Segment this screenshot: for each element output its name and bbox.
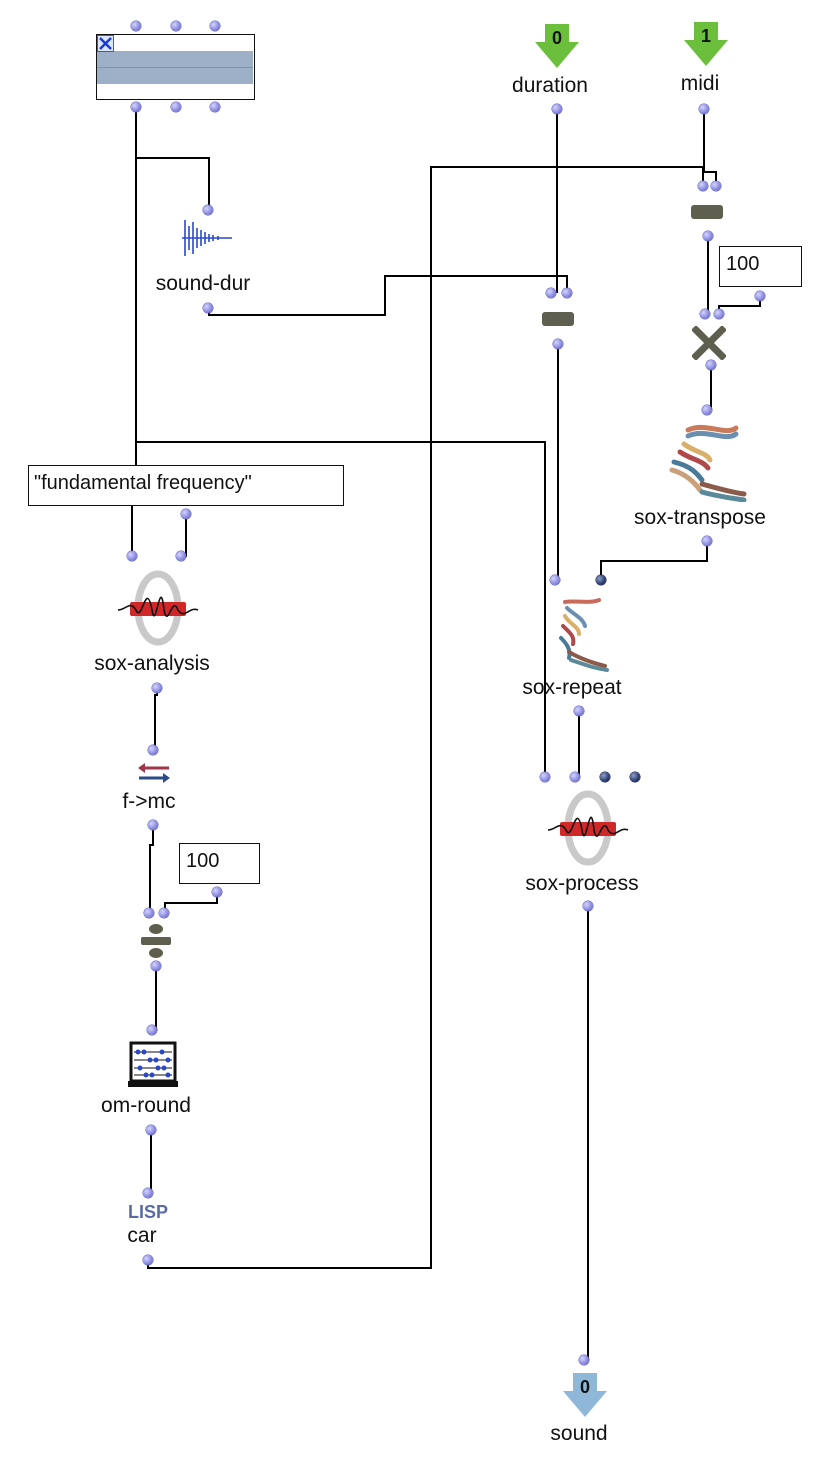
input-midi-index: 1	[700, 26, 712, 46]
divide-outlet[interactable]	[151, 961, 161, 971]
sox-analysis-icon[interactable]	[116, 570, 200, 646]
connection	[181, 514, 187, 557]
times-inlet-1[interactable]	[700, 309, 710, 319]
connection	[600, 541, 708, 580]
sox-process-inlet-1[interactable]	[540, 772, 550, 782]
waveform-icon[interactable]	[180, 216, 234, 260]
minus-icon[interactable]	[691, 205, 723, 219]
connection	[148, 1130, 152, 1194]
connection	[149, 825, 154, 912]
f-mc-outlet[interactable]	[148, 820, 158, 830]
sound-dur-label: sound-dur	[155, 272, 251, 295]
sox-transpose-label: sox-transpose	[634, 506, 766, 529]
car-inlet[interactable]	[143, 1188, 153, 1198]
sound-object-outlet-1[interactable]	[131, 102, 141, 112]
connection	[164, 892, 218, 912]
sox-transpose-inlet[interactable]	[702, 405, 712, 415]
output-arrow-icon[interactable]	[563, 1373, 607, 1417]
sound-dur-outlet[interactable]	[203, 303, 213, 313]
car-label: car	[127, 1224, 157, 1247]
input-duration-label: duration	[512, 74, 588, 97]
abacus-icon[interactable]	[128, 1040, 178, 1090]
value-box-100-left[interactable]: 100	[179, 843, 260, 884]
input-midi-outlet[interactable]	[699, 104, 709, 114]
sox-repeat-inlet-2[interactable]	[596, 575, 606, 585]
sound-object-inlet-1[interactable]	[131, 21, 141, 31]
multiply-icon[interactable]	[692, 326, 726, 360]
sox-process-label: sox-process	[525, 872, 639, 895]
sox-analysis-inlet-1[interactable]	[127, 551, 137, 561]
times-outlet[interactable]	[706, 360, 716, 370]
sound-object-outlet-3[interactable]	[210, 102, 220, 112]
sox-process-inlet-2[interactable]	[570, 772, 580, 782]
sox-transpose-icon[interactable]	[666, 422, 750, 502]
lock-x-icon[interactable]	[97, 35, 114, 52]
sox-transpose-outlet[interactable]	[702, 536, 712, 546]
minus2-inlet-2[interactable]	[711, 181, 721, 191]
connection	[135, 108, 210, 210]
sox-analysis-outlet[interactable]	[152, 683, 162, 693]
f-mc-inlet[interactable]	[148, 745, 158, 755]
sound-dur-inlet[interactable]	[203, 205, 213, 215]
fundamental-frequency-box[interactable]: "fundamental frequency"	[28, 465, 344, 506]
car-outlet[interactable]	[143, 1255, 153, 1265]
connection	[584, 906, 589, 1361]
sound-object-outlet-2[interactable]	[171, 102, 181, 112]
minus-inlet-1[interactable]	[546, 288, 556, 298]
connection	[703, 109, 717, 186]
minus2-outlet[interactable]	[703, 231, 713, 241]
divide-inlet-1[interactable]	[144, 908, 154, 918]
minus2-inlet-1[interactable]	[698, 181, 708, 191]
input-duration-index: 0	[551, 28, 563, 48]
minus-outlet[interactable]	[553, 339, 563, 349]
input-duration-outlet[interactable]	[552, 104, 562, 114]
input-arrow-icon[interactable]	[535, 24, 579, 68]
output-sound-label: sound	[550, 1422, 608, 1445]
sound-object-box[interactable]	[96, 34, 255, 100]
conversion-arrows-icon[interactable]	[137, 762, 171, 784]
sox-repeat-outlet[interactable]	[574, 706, 584, 716]
sound-band-center-line	[97, 67, 253, 68]
value-box-100-left-outlet[interactable]	[212, 887, 222, 897]
sox-process-inlet-4[interactable]	[630, 772, 640, 782]
connection	[555, 344, 559, 581]
input-midi-label: midi	[680, 72, 720, 95]
connection	[147, 166, 704, 1269]
input-arrow-icon[interactable]	[684, 22, 728, 66]
sox-repeat-icon[interactable]	[555, 598, 613, 672]
om-round-inlet[interactable]	[147, 1025, 157, 1035]
connection	[154, 688, 158, 750]
om-round-label: om-round	[101, 1094, 191, 1117]
f-mc-label: f->mc	[122, 790, 176, 813]
om-round-outlet[interactable]	[146, 1125, 156, 1135]
sox-process-outlet[interactable]	[583, 901, 593, 911]
lisp-tag-icon[interactable]: LISP	[127, 1202, 169, 1222]
connection	[136, 441, 546, 777]
connection	[152, 966, 157, 1031]
times-inlet-2[interactable]	[714, 309, 724, 319]
divide-icon[interactable]	[139, 923, 173, 959]
sox-process-inlet-3[interactable]	[600, 772, 610, 782]
sound-object-inlet-3[interactable]	[210, 21, 220, 31]
value-box-100-right-outlet[interactable]	[755, 291, 765, 301]
sox-process-icon[interactable]	[546, 790, 630, 866]
sox-repeat-inlet-1[interactable]	[550, 575, 560, 585]
connection	[575, 711, 580, 778]
value-box-100-right[interactable]: 100	[719, 246, 802, 287]
divide-inlet-2[interactable]	[159, 908, 169, 918]
connection	[208, 275, 568, 316]
sox-repeat-label: sox-repeat	[522, 676, 622, 699]
sound-object-inlet-2[interactable]	[171, 21, 181, 31]
minus-inlet-2[interactable]	[562, 288, 572, 298]
connection	[718, 296, 761, 314]
sox-analysis-inlet-2[interactable]	[176, 551, 186, 561]
minus-icon[interactable]	[542, 312, 574, 326]
output-sound-index: 0	[579, 1377, 591, 1397]
sox-analysis-label: sox-analysis	[94, 652, 210, 675]
output-sound-inlet[interactable]	[579, 1355, 589, 1365]
fundamental-frequency-outlet[interactable]	[181, 509, 191, 519]
